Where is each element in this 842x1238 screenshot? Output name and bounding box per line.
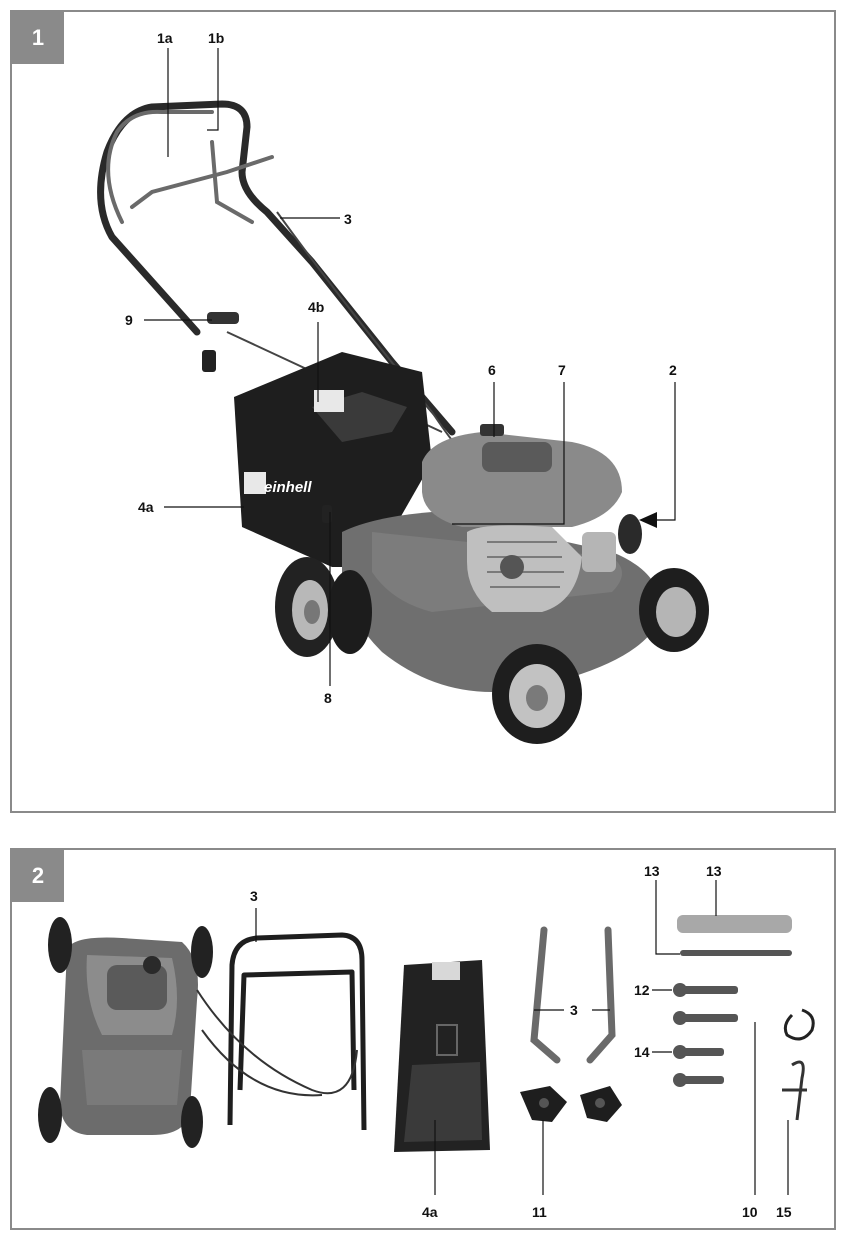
handle-knob xyxy=(202,350,216,372)
lawnmower-illustration xyxy=(97,48,709,744)
figure-2-number: 2 xyxy=(12,850,64,902)
label-2: 2 xyxy=(669,362,677,378)
label-4b: 4b xyxy=(308,299,325,315)
label-9: 9 xyxy=(125,312,133,328)
handle-bar xyxy=(97,100,456,436)
lever-9 xyxy=(207,312,239,324)
grass-catcher xyxy=(234,352,432,567)
handle-frame xyxy=(227,932,367,1131)
label-3-frame: 3 xyxy=(250,888,258,904)
handle-bar-inner xyxy=(106,109,274,224)
grass-bag xyxy=(394,960,490,1152)
spark-plug-wrench xyxy=(677,915,792,956)
handle-cables xyxy=(196,989,358,1097)
label-11: 11 xyxy=(532,1204,547,1220)
arrow-2 xyxy=(639,512,657,528)
pull-starter xyxy=(618,514,642,554)
label-1a: 1a xyxy=(157,30,173,46)
rear-right-wheel xyxy=(328,570,372,654)
rear-left-wheel xyxy=(275,557,339,657)
figure-2-panel: 2 xyxy=(10,848,836,1230)
clip xyxy=(783,1008,815,1041)
label-8: 8 xyxy=(324,690,332,706)
label-3-tubes: 3 xyxy=(570,1002,578,1018)
handle-tubes xyxy=(530,926,616,1064)
label-6: 6 xyxy=(488,362,496,378)
front-left-wheel xyxy=(492,644,582,744)
screws xyxy=(673,983,738,1087)
leader-lines xyxy=(144,48,676,686)
label-13-left: 13 xyxy=(644,863,660,879)
label-3: 3 xyxy=(344,211,352,227)
figure-1-number: 1 xyxy=(12,12,64,64)
mower-top-view xyxy=(38,917,213,1148)
label-12: 12 xyxy=(634,982,650,998)
leader-lines xyxy=(255,880,789,1195)
star-knobs xyxy=(520,1086,622,1122)
label-1b: 1b xyxy=(208,30,225,46)
label-4a: 4a xyxy=(138,499,154,515)
figure-1-panel: 1 xyxy=(10,10,836,813)
label-7: 7 xyxy=(558,362,566,378)
brand-logo-text: einhell xyxy=(264,479,312,496)
label-4a: 4a xyxy=(422,1204,438,1220)
parts-illustration xyxy=(38,880,815,1195)
label-15: 15 xyxy=(776,1204,792,1220)
label-10: 10 xyxy=(742,1204,758,1220)
label-13-right: 13 xyxy=(706,863,722,879)
front-right-wheel xyxy=(639,568,709,652)
pin xyxy=(782,1060,807,1121)
label-14: 14 xyxy=(634,1044,650,1060)
engine xyxy=(422,424,622,612)
